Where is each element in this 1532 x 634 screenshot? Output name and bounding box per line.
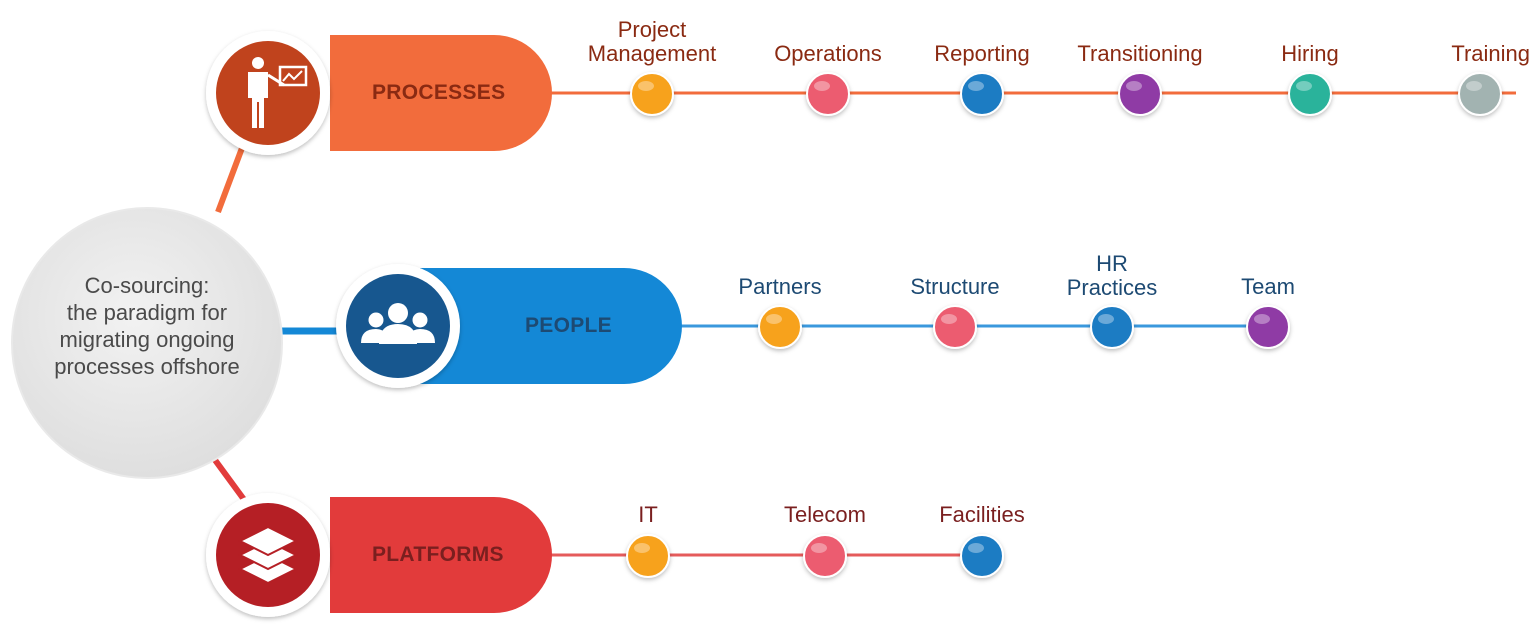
center-caption-line: migrating ongoing: [59, 327, 235, 352]
connector-platforms: [212, 458, 251, 507]
node-label-platforms-2: Telecom: [784, 502, 866, 527]
node-label-people-2: Structure: [910, 274, 1000, 299]
node-people-3: [1090, 305, 1134, 349]
node-label-platforms-3: Facilities: [939, 502, 1025, 527]
presenter-icon: [206, 31, 330, 155]
node-label-processes-2: Operations: [774, 41, 882, 66]
band-label-people: PEOPLE: [525, 314, 612, 337]
band-platforms: [330, 497, 552, 613]
node-platforms-1: [626, 534, 670, 578]
branch-processes: [206, 31, 1516, 155]
node-people-2: [933, 305, 977, 349]
node-label-processes-5: Hiring: [1281, 41, 1339, 66]
people-icon: [336, 264, 460, 388]
node-label-people-1: Partners: [738, 274, 822, 299]
center-caption-line: processes offshore: [54, 354, 240, 379]
center-circle: [11, 207, 283, 479]
node-label-processes-6: Training: [1451, 41, 1530, 66]
node-people-1: [758, 305, 802, 349]
layers-icon: [206, 493, 330, 617]
node-processes-6: [1458, 72, 1502, 116]
center-caption-line: Co-sourcing:: [84, 273, 210, 298]
band-processes: [330, 35, 552, 151]
band-people: [420, 268, 682, 384]
node-platforms-3: [960, 534, 1004, 578]
band-label-platforms: PLATFORMS: [372, 543, 504, 566]
node-processes-4: [1118, 72, 1162, 116]
node-processes-3: [960, 72, 1004, 116]
branch-platforms: [206, 493, 1004, 617]
node-label-people-4: Team: [1241, 274, 1295, 299]
center-caption-line: the paradigm for: [66, 300, 228, 325]
node-people-4: [1246, 305, 1290, 349]
node-processes-2: [806, 72, 850, 116]
connector-processes: [215, 138, 248, 214]
branch-people: [336, 264, 1290, 388]
center-caption: Co-sourcing: the paradigm for migrating …: [18, 272, 276, 380]
node-processes-5: [1288, 72, 1332, 116]
band-label-processes: PROCESSES: [372, 81, 506, 104]
node-processes-1: [630, 72, 674, 116]
node-label-processes-3: Reporting: [934, 41, 1030, 66]
node-label-processes-4: Transitioning: [1077, 41, 1203, 66]
node-platforms-2: [803, 534, 847, 578]
node-label-platforms-1: IT: [638, 502, 658, 527]
